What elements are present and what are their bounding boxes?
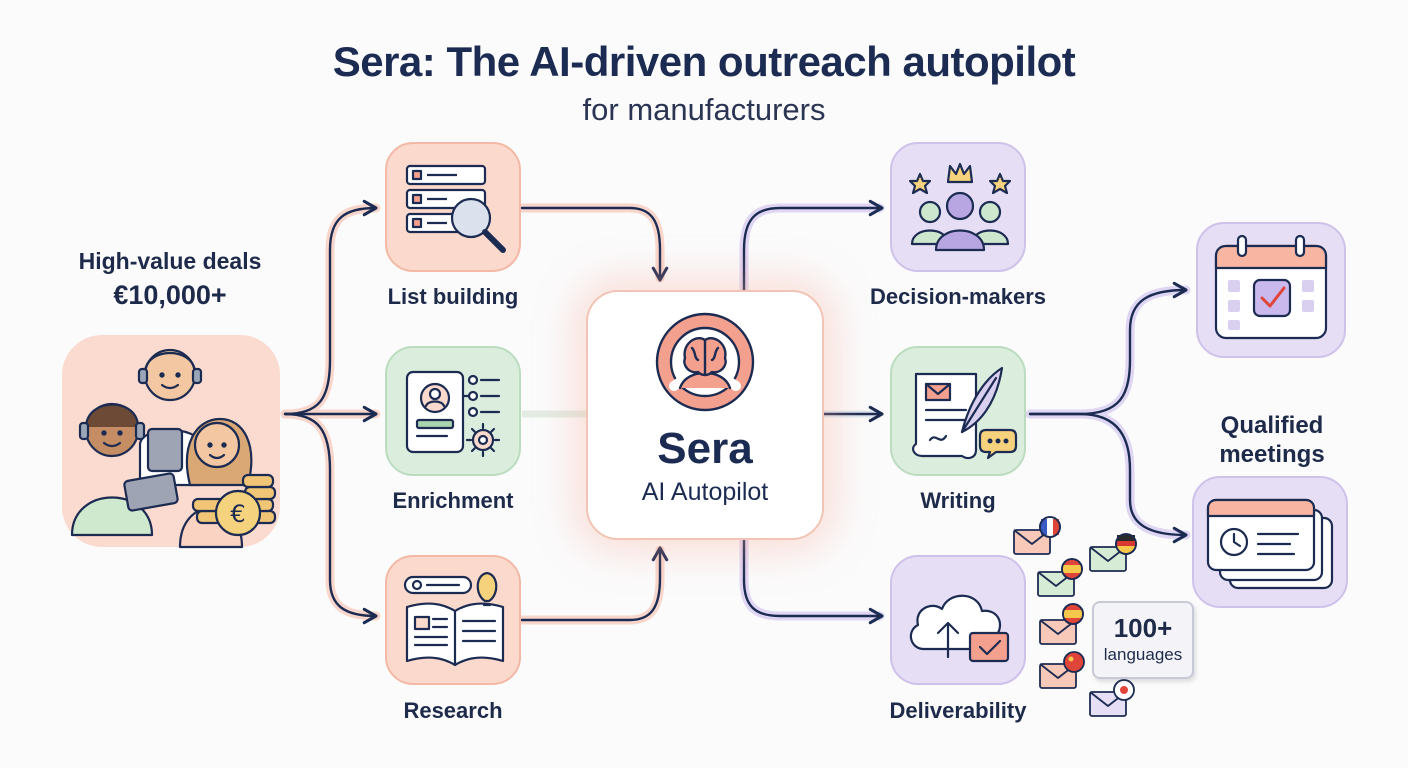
svg-text:€: € (230, 500, 245, 528)
profile-card-gear-icon (405, 370, 501, 458)
output-label-line1: Qualified (1220, 412, 1324, 439)
calendar-check-icon (1214, 234, 1328, 340)
languages-word: languages (1103, 645, 1183, 664)
decision-makers-tile (890, 142, 1026, 272)
sales-team-icon: € (70, 348, 277, 549)
languages-count: 100+ (1113, 613, 1173, 643)
envelope-jp-icon (1089, 679, 1135, 717)
scroll-quill-icon (912, 366, 1018, 460)
research-tile (385, 555, 521, 685)
output-label-line2: meetings (1219, 441, 1325, 468)
writing-tile (890, 346, 1026, 476)
cloud-upload-mail-icon (909, 594, 1010, 663)
enrichment-label: Enrichment (392, 488, 514, 513)
envelope-de-icon (1089, 533, 1137, 572)
input-label-deals: High-value deals (78, 248, 262, 274)
sales-team-illustration: € (62, 335, 280, 549)
envelope-es-icon (1037, 558, 1083, 597)
list-building-label: List building (387, 284, 519, 309)
deliverability-tile (890, 555, 1026, 685)
calendar-tile (1196, 222, 1346, 358)
writing-label: Writing (920, 488, 996, 513)
research-label: Research (403, 698, 503, 723)
envelope-fr-icon (1013, 516, 1061, 555)
meetings-tile (1192, 476, 1348, 608)
hub-subtitle: AI Autopilot (641, 478, 769, 506)
diagram-subtitle: for manufacturers (582, 92, 826, 127)
brain-steering-wheel-icon (655, 312, 755, 412)
list-building-tile (385, 142, 521, 272)
sera-autopilot-hub: Sera AI Autopilot (586, 290, 824, 540)
enrichment-tile (385, 346, 521, 476)
envelope-es-2-icon (1039, 603, 1084, 645)
envelope-cn-icon (1039, 651, 1085, 689)
deliverability-label: Deliverability (889, 698, 1027, 723)
open-book-bulb-icon (403, 571, 505, 667)
list-search-icon (405, 164, 506, 253)
decision-makers-label: Decision-makers (869, 284, 1047, 309)
languages-badge: 100+ languages (1092, 601, 1194, 679)
crowned-group-icon (908, 162, 1012, 252)
input-label-amount: €10,000+ (113, 280, 227, 310)
meeting-cards-icon (1206, 498, 1334, 590)
hub-name: Sera (657, 424, 753, 473)
diagram-title: Sera: The AI-driven outreach autopilot (332, 38, 1076, 85)
